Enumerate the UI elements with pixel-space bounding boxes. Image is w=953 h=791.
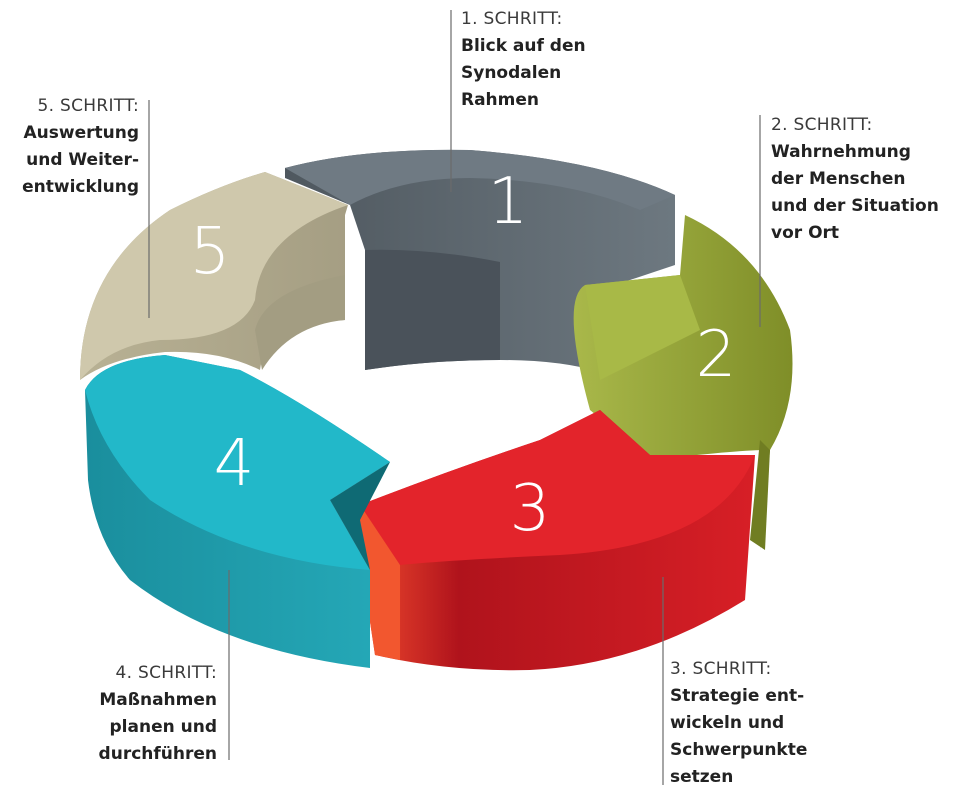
segment-4-number: 4 <box>214 427 255 501</box>
step-4-description: Maßnahmen planen und durchführen <box>98 690 217 764</box>
segment-1-number: 1 <box>488 165 529 239</box>
step-5-title: 5. SCHRITT: <box>37 96 139 116</box>
step-2-label: 2. SCHRITT: Wahrnehmung der Menschen und… <box>771 112 939 247</box>
step-1-title: 1. SCHRITT: <box>461 9 563 29</box>
step-5-description: Auswertung und Weiter- entwicklung <box>22 123 139 197</box>
step-5-label: 5. SCHRITT: Auswertung und Weiter- entwi… <box>0 93 139 201</box>
segment-5 <box>80 172 348 380</box>
step-1-description: Blick auf den Synodalen Rahmen <box>461 36 586 110</box>
step-1-label: 1. SCHRITT: Blick auf den Synodalen Rahm… <box>461 6 586 114</box>
segment-2-number: 2 <box>696 318 737 392</box>
step-2-description: Wahrnehmung der Menschen und der Situati… <box>771 142 939 243</box>
segment-3-number: 3 <box>510 472 551 546</box>
step-3-label: 3. SCHRITT: Strategie ent- wickeln und S… <box>670 656 807 791</box>
step-4-label: 4. SCHRITT: Maßnahmen planen und durchfü… <box>60 660 217 768</box>
step-2-title: 2. SCHRITT: <box>771 115 873 135</box>
segment-4 <box>85 355 390 668</box>
segment-2 <box>573 215 793 550</box>
step-3-title: 3. SCHRITT: <box>670 659 772 679</box>
step-3-description: Strategie ent- wickeln und Schwerpunkte … <box>670 686 808 787</box>
step-4-title: 4. SCHRITT: <box>115 663 217 683</box>
segment-5-number: 5 <box>190 215 231 289</box>
